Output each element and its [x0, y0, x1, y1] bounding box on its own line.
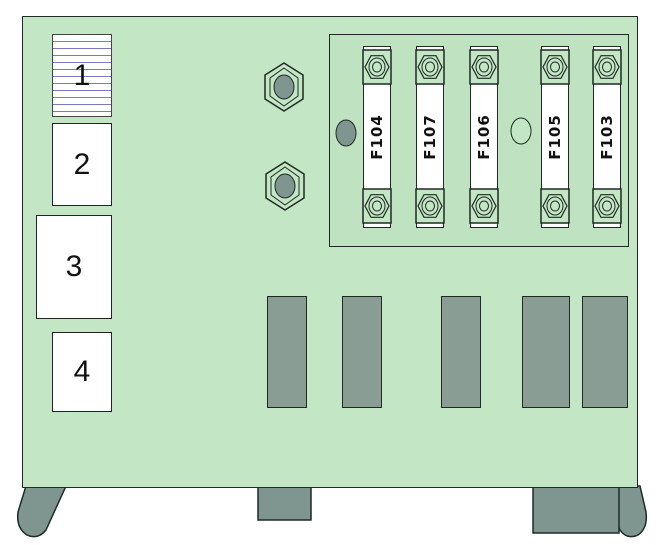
hex-bolt-top — [264, 62, 304, 112]
mounting-hole-left — [335, 119, 357, 147]
relay-4 — [522, 296, 570, 408]
fuse-f103-top-terminal — [592, 49, 622, 85]
fuse-f106-top-terminal — [469, 49, 499, 85]
component-box-2: 2 — [52, 123, 112, 206]
component-box-3-label: 3 — [65, 250, 83, 283]
fuse-f104-bottom-terminal — [362, 188, 392, 224]
component-box-4-label: 4 — [73, 355, 91, 388]
component-box-2-label: 2 — [73, 147, 91, 181]
hex-bolt-bottom — [265, 161, 305, 211]
component-box-4: 4 — [52, 332, 112, 412]
component-box-1-label: 1 — [73, 58, 91, 92]
fuse-f107-top-terminal — [415, 49, 445, 85]
component-box-1: 1 — [52, 34, 112, 117]
left-foot — [16, 485, 68, 538]
fuse-f105-bottom-terminal — [540, 188, 570, 224]
relay-3 — [441, 296, 481, 408]
relay-5 — [582, 296, 628, 408]
relay-2 — [342, 296, 382, 408]
mounting-hole-right — [510, 117, 532, 145]
relay-1 — [267, 296, 307, 408]
fuse-f104-top-terminal — [362, 49, 392, 85]
fuse-f106-bottom-terminal — [469, 188, 499, 224]
fuse-f105-top-terminal — [540, 49, 570, 85]
fuse-f103-bottom-terminal — [592, 188, 622, 224]
component-box-3: 3 — [36, 215, 112, 319]
fuse-f107-bottom-terminal — [415, 188, 445, 224]
